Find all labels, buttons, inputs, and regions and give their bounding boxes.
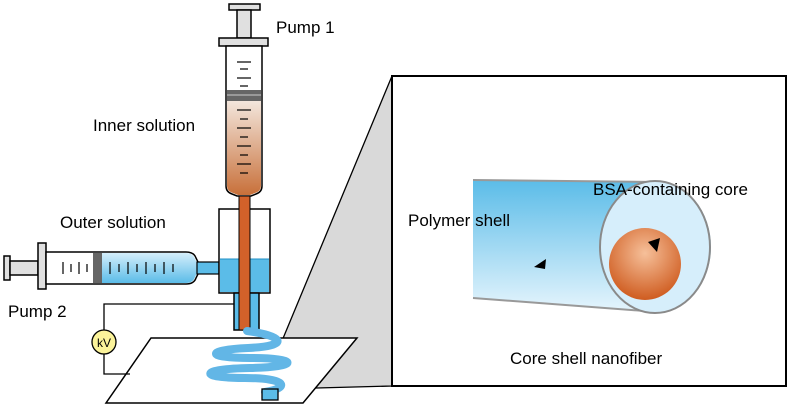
inner-syringe-flange <box>218 37 269 47</box>
inner-solution-fill <box>227 101 261 195</box>
bsa-core-label: BSA-containing core <box>593 180 748 199</box>
electrospun-jet <box>206 327 292 396</box>
shell-arrow <box>534 259 546 269</box>
outer-syringe-flange <box>37 242 47 290</box>
outer-solution-fill <box>101 253 197 283</box>
fiber-caption: Core shell nanofiber <box>510 349 662 368</box>
polymer-shell-label: Polymer shell <box>408 211 510 230</box>
magnified-panel: Polymer shell BSA-containing core Core s… <box>391 75 787 387</box>
core-arrow <box>648 238 660 252</box>
voltage-label: kV <box>97 336 111 350</box>
inner-needle-tube <box>238 195 251 331</box>
voltage-source <box>91 329 117 355</box>
outer-feed-tube <box>196 261 220 275</box>
pump2-label: Pump 2 <box>8 302 67 321</box>
pump1-label: Pump 1 <box>276 18 335 37</box>
bsa-core <box>609 228 681 300</box>
coaxial-spinneret <box>218 195 271 331</box>
pump2-plunger-rod <box>9 260 39 276</box>
outer-syringe-stopper <box>93 253 102 283</box>
outer-solution-label: Outer solution <box>60 213 166 232</box>
high-voltage-circuit: kV <box>91 303 234 375</box>
outer-syringe <box>3 242 220 290</box>
pump1-plunger-cap <box>228 3 261 11</box>
inner-syringe <box>218 3 269 197</box>
inner-solution-label: Inner solution <box>93 116 195 135</box>
pump2-plunger-cap <box>3 255 11 281</box>
pump1-plunger-rod <box>236 9 252 39</box>
zoom-spot <box>261 388 279 401</box>
